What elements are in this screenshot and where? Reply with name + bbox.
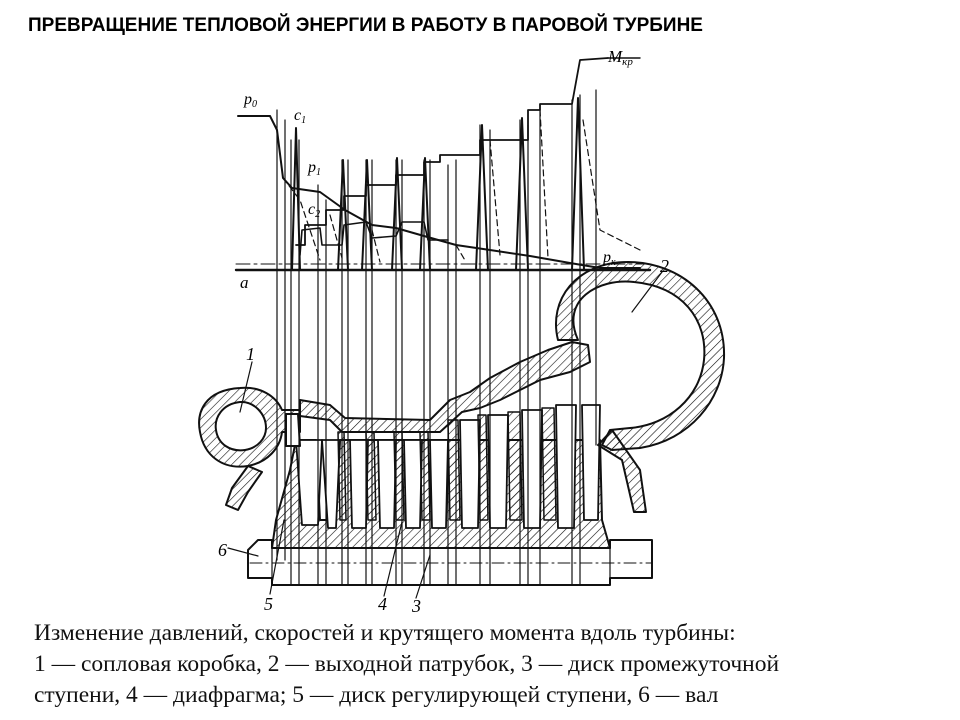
label-c1: c1 [294, 107, 306, 126]
casing [299, 341, 591, 433]
label-p0: p0 [243, 91, 257, 110]
velocity-peaks [291, 97, 585, 271]
turbine-diagram: p0 c1 p1 c2 a pк Mкр 1 2 3 4 5 6 [198, 47, 726, 616]
dashed-lines [282, 109, 641, 263]
label-c2: c2 [308, 201, 320, 220]
shaft [247, 539, 653, 586]
figure-caption: Изменение давлений, скоростей и крутящег… [34, 618, 934, 711]
part-label-3: 3 [411, 596, 421, 616]
part-label-1: 1 [246, 344, 255, 364]
exhaust-hood [555, 261, 726, 513]
caption-line-3: ступени, 4 — диафрагма; 5 — диск регулир… [34, 682, 719, 708]
slide-title: ПРЕВРАЩЕНИЕ ТЕПЛОВОЙ ЭНЕРГИИ В РАБОТУ В … [28, 15, 703, 36]
stage-lines [276, 89, 597, 586]
part-label-2: 2 [660, 256, 669, 276]
label-mkr: Mкр [607, 47, 633, 68]
label-pk: pк [602, 249, 616, 268]
caption-line-1: Изменение давлений, скоростей и крутящег… [34, 620, 736, 646]
torque-curve [295, 57, 609, 246]
velocity-curve [299, 221, 449, 256]
part-label-6: 6 [218, 540, 227, 560]
nozzle-box [198, 386, 301, 511]
label-a: a [240, 273, 249, 292]
caption-line-2: 1 — сопловая коробка, 2 — выходной патру… [34, 651, 780, 677]
part-label-5: 5 [264, 594, 273, 614]
label-p1: p1 [307, 159, 321, 178]
part-label-4: 4 [378, 594, 387, 614]
part-labels: 1 2 3 4 5 6 [218, 256, 669, 616]
leader-lines [227, 271, 663, 599]
curve-labels: p0 c1 p1 c2 a pк Mкр [240, 47, 633, 292]
pressure-curve [237, 115, 641, 269]
